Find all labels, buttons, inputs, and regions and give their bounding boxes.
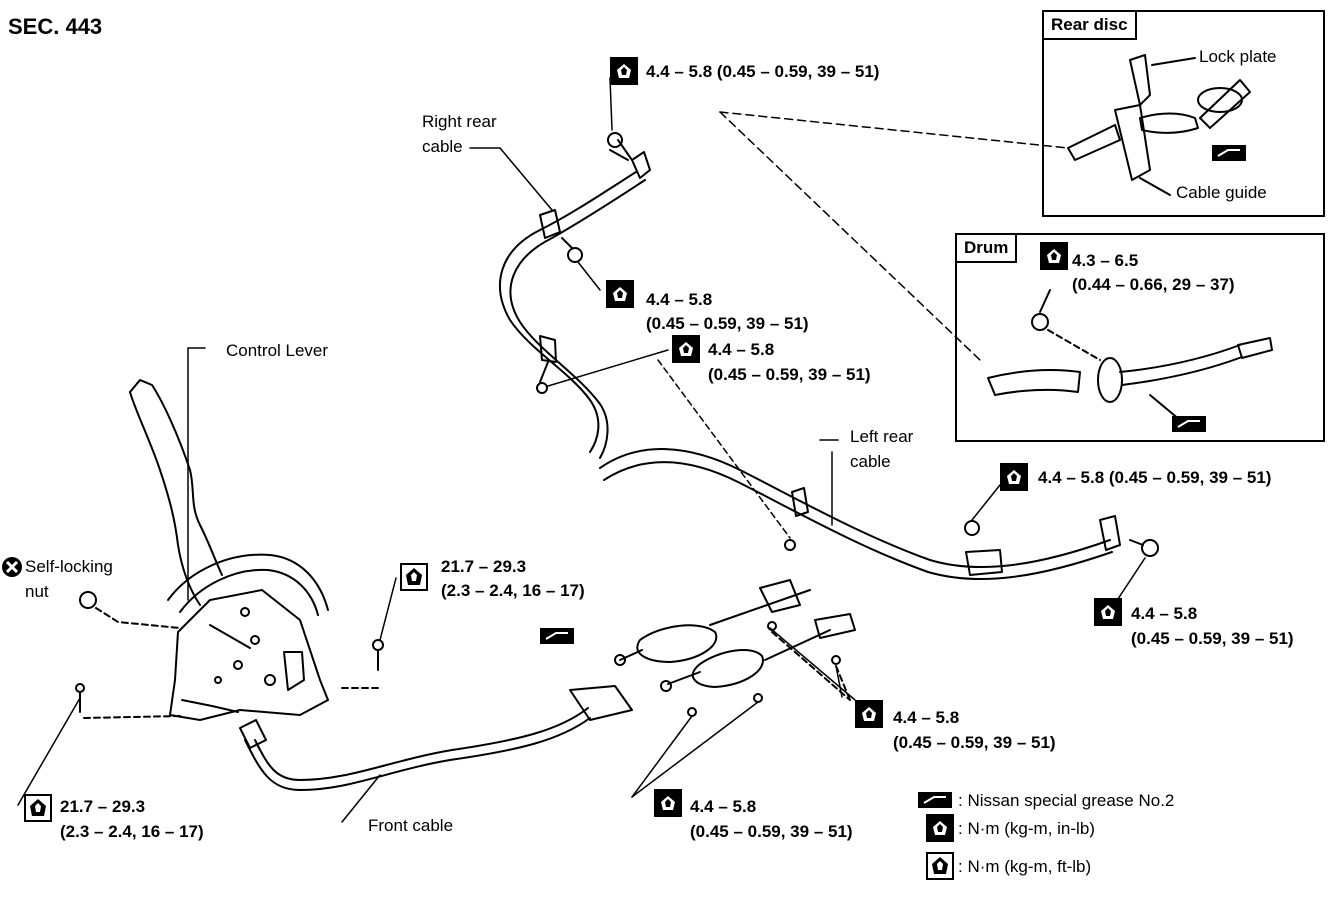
self-locking-label-2: nut <box>25 582 49 601</box>
bolt-rr-mid <box>561 237 583 263</box>
torque-wrench-inlb-icon <box>1094 598 1122 626</box>
front-cable <box>239 685 633 791</box>
grease-icon <box>918 792 952 813</box>
self-locking-nut <box>79 591 181 629</box>
torque-bottom-1: 4.4 – 5.8 <box>690 797 757 816</box>
torque-center-1: 4.4 – 5.8 <box>708 340 775 359</box>
torque-wrench-inlb-icon <box>610 57 638 85</box>
torque-left-top: 4.4 – 5.8 (0.45 – 0.59, 39 – 51) <box>1038 468 1272 487</box>
left-rear-cable-label-1: Left rear <box>850 427 914 446</box>
drum-torque-line2: (0.44 – 0.66, 29 – 37) <box>1072 275 1235 294</box>
bolt-left-center <box>784 539 796 551</box>
torque-front-2: (2.3 – 2.4, 16 – 17) <box>441 581 585 600</box>
equalizer-assembly <box>614 579 856 717</box>
bolt-front <box>339 639 384 689</box>
bolt-left-top <box>964 520 980 536</box>
torque-front-1: 21.7 – 29.3 <box>441 557 527 576</box>
right-rear-cable-label-1: Right rear <box>422 112 497 131</box>
legend-nm-inlb: : N·m (kg-m, in-lb) <box>958 819 1095 838</box>
torque-rr-mid-2: (0.45 – 0.59, 39 – 51) <box>646 314 809 333</box>
bolt-rr-top <box>607 132 629 161</box>
legend-grease: : Nissan special grease No.2 <box>958 791 1175 810</box>
drum-detail <box>987 289 1273 421</box>
rear-disc-title: Rear disc <box>1044 12 1137 40</box>
torque-wrench-inlb-icon <box>606 280 634 308</box>
right-rear-cable <box>499 139 651 459</box>
grease-icon <box>1172 416 1206 437</box>
control-lever-label: Control Lever <box>226 341 329 360</box>
left-rear-cable <box>599 448 1121 580</box>
drum-torque-line1: 4.3 – 6.5 <box>1072 251 1139 270</box>
self-locking-label-1: Self-locking <box>25 557 113 576</box>
drum-title: Drum <box>957 235 1018 263</box>
leader-lines <box>17 77 1146 823</box>
self-locking-x-icon <box>2 557 22 582</box>
cable-guide-label: Cable guide <box>1176 183 1267 202</box>
rear-disc-inset: Rear disc <box>1042 10 1325 217</box>
left-rear-cable-label-2: cable <box>850 452 891 471</box>
torque-left-end-2: (0.45 – 0.59, 39 – 51) <box>1131 629 1294 648</box>
section-label: SEC. 443 <box>8 14 103 39</box>
torque-rr-mid-1: 4.4 – 5.8 <box>646 290 713 309</box>
torque-eq-1: 4.4 – 5.8 <box>893 708 960 727</box>
bolt-left-end <box>1129 539 1159 557</box>
grease-icon <box>540 628 574 649</box>
torque-left-end-1: 4.4 – 5.8 <box>1131 604 1198 623</box>
torque-bottom-2: (0.45 – 0.59, 39 – 51) <box>690 822 853 841</box>
bolt-rr-low <box>536 382 548 394</box>
control-lever <box>129 379 329 721</box>
legend-nm-ftlb: : N·m (kg-m, ft-lb) <box>958 857 1092 876</box>
rear-disc-detail <box>1067 54 1251 196</box>
torque-wrench-inlb-icon <box>654 789 682 817</box>
torque-wrench-ftlb-icon <box>24 794 52 822</box>
torque-wrench-inlb-icon <box>672 335 700 363</box>
torque-wrench-inlb-icon <box>1040 242 1068 270</box>
torque-center-2: (0.45 – 0.59, 39 – 51) <box>708 365 871 384</box>
torque-rr-top: 4.4 – 5.8 (0.45 – 0.59, 39 – 51) <box>646 62 880 81</box>
torque-wrench-inlb-icon <box>926 814 954 842</box>
torque-wrench-ftlb-icon <box>400 563 428 591</box>
drum-inset: Drum <box>955 233 1325 442</box>
torque-wrench-ftlb-icon <box>926 852 954 880</box>
lock-plate-label: Lock plate <box>1199 47 1277 66</box>
grease-icon <box>1212 145 1246 166</box>
torque-wrench-inlb-icon <box>1000 463 1028 491</box>
right-rear-cable-label-2: cable <box>422 137 463 156</box>
front-cable-label: Front cable <box>368 816 454 835</box>
torque-lever-2: (2.3 – 2.4, 16 – 17) <box>60 822 204 841</box>
torque-wrench-inlb-icon <box>855 700 883 728</box>
torque-lever-1: 21.7 – 29.3 <box>60 797 146 816</box>
bolt-lever <box>75 683 181 719</box>
torque-eq-2: (0.45 – 0.59, 39 – 51) <box>893 733 1056 752</box>
